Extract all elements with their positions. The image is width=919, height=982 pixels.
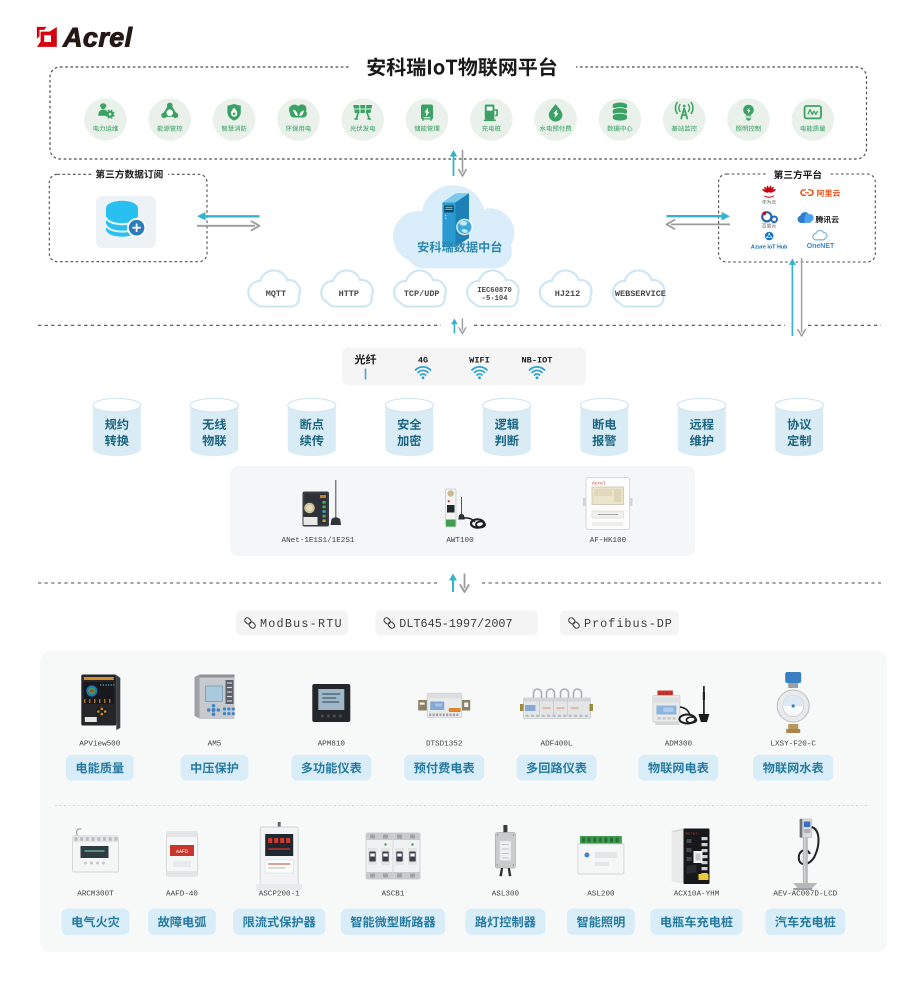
svg-text:ARCM300T: ARCM300T xyxy=(77,891,114,899)
svg-text:AM5: AM5 xyxy=(208,741,222,749)
svg-text:OneNET: OneNET xyxy=(807,243,835,250)
svg-text:APView500: APView500 xyxy=(79,741,120,749)
svg-text:ASCP200-1: ASCP200-1 xyxy=(259,891,300,899)
svg-text:ModBus-RTU: ModBus-RTU xyxy=(260,617,343,631)
svg-text:ASCB1: ASCB1 xyxy=(382,891,405,899)
svg-text:Acrel: Acrel xyxy=(62,23,133,53)
svg-text:AWT100: AWT100 xyxy=(446,537,474,545)
svg-text:HJ212: HJ212 xyxy=(555,289,581,299)
svg-text:HTTP: HTTP xyxy=(339,289,359,299)
svg-text:Azure IoT Hub: Azure IoT Hub xyxy=(751,245,788,251)
svg-text:NB-IOT: NB-IOT xyxy=(522,355,553,365)
svg-text:TCP/UDP: TCP/UDP xyxy=(404,289,440,299)
svg-text:WEBSERVICE: WEBSERVICE xyxy=(615,289,666,299)
svg-text:Acrel: Acrel xyxy=(686,832,699,837)
svg-text:ADM300: ADM300 xyxy=(665,741,693,749)
svg-text:ASL200: ASL200 xyxy=(587,891,615,899)
svg-text:ASL300: ASL300 xyxy=(492,891,520,899)
svg-text:ANet-1E1S1/1E2S1: ANet-1E1S1/1E2S1 xyxy=(282,537,355,545)
svg-text:-5-104: -5-104 xyxy=(482,295,509,303)
svg-text:AAFD-40: AAFD-40 xyxy=(166,891,198,899)
svg-text:LXSY-F20-C: LXSY-F20-C xyxy=(770,741,816,749)
svg-text:AAFD: AAFD xyxy=(176,849,188,855)
svg-text:DLT645-1997/2007: DLT645-1997/2007 xyxy=(399,617,512,631)
svg-text:AF-HK100: AF-HK100 xyxy=(590,537,627,545)
svg-text:4G: 4G xyxy=(418,355,428,365)
svg-text:IEC60870: IEC60870 xyxy=(477,287,512,295)
svg-text:DTSD1352: DTSD1352 xyxy=(426,741,463,749)
svg-text:AEV-AC007D-LCD: AEV-AC007D-LCD xyxy=(773,891,837,899)
svg-text:Acrel: Acrel xyxy=(592,481,606,487)
svg-text:ADF400L: ADF400L xyxy=(541,741,573,749)
svg-text:WIFI: WIFI xyxy=(469,355,490,365)
svg-text:ACX10A-YHM: ACX10A-YHM xyxy=(674,891,720,899)
svg-text:MQTT: MQTT xyxy=(266,289,286,299)
svg-text:APM810: APM810 xyxy=(318,741,346,749)
svg-text:Profibus-DP: Profibus-DP xyxy=(584,617,673,631)
